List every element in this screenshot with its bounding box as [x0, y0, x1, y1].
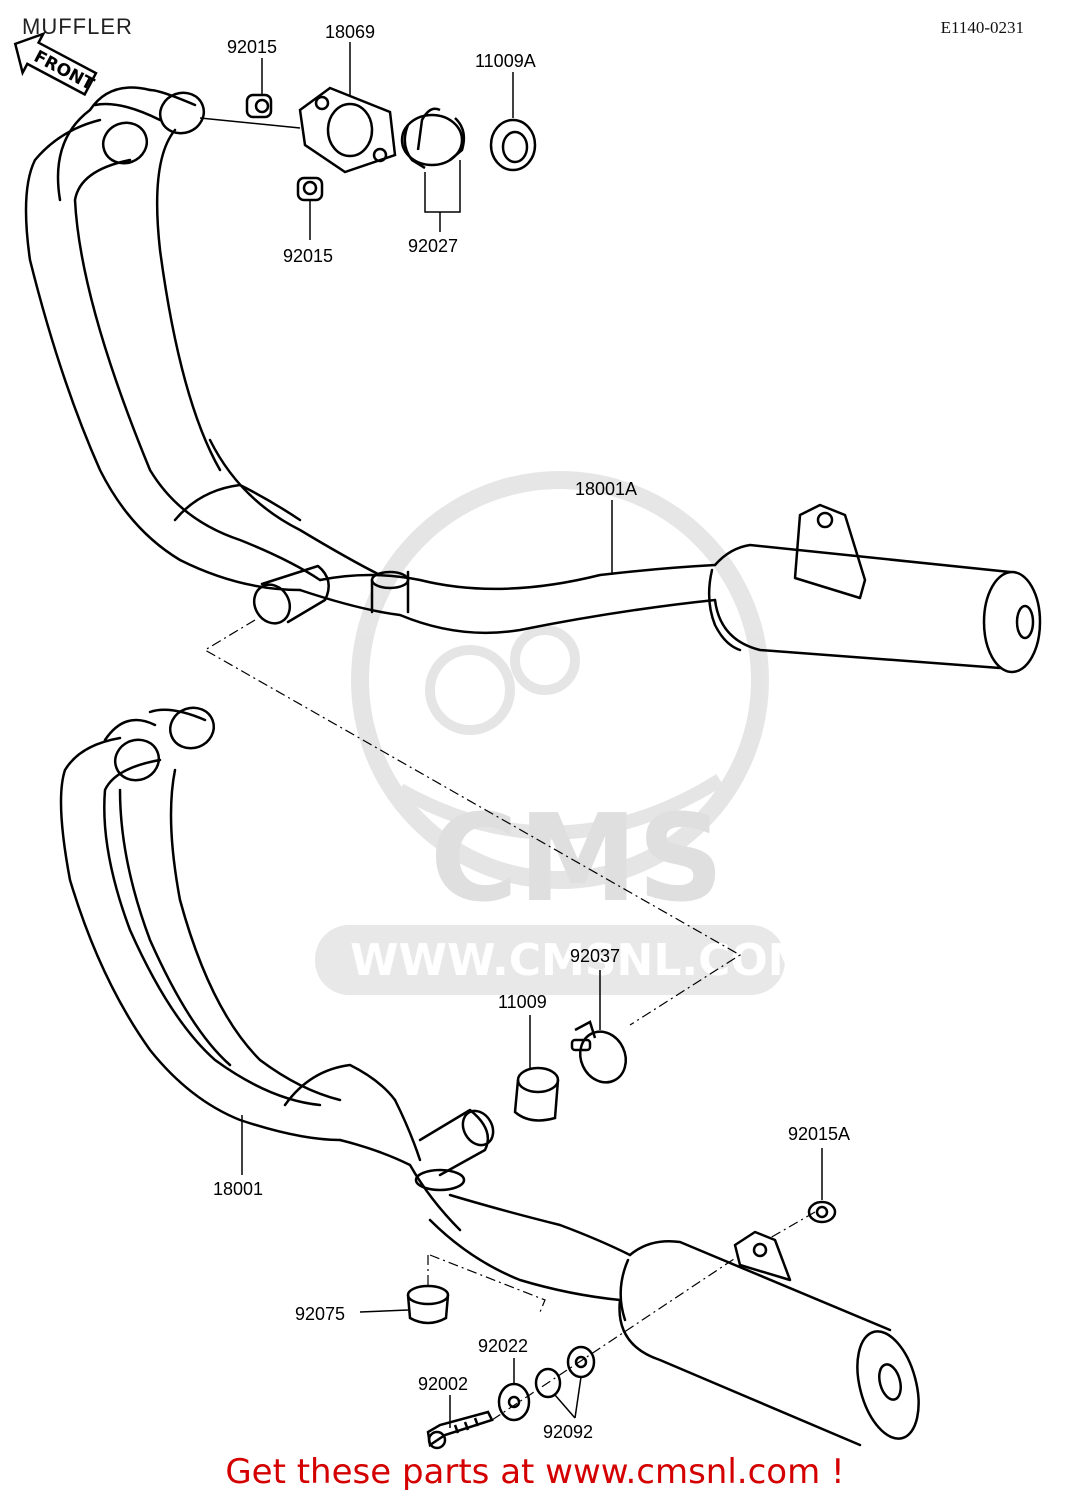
part-92015-nut-upper — [245, 93, 273, 119]
label-92022: 92022 — [478, 1336, 528, 1356]
part-92015-nut-lower — [296, 176, 324, 202]
part-labels: 92015 18069 11009A 92015 92027 18001A 92… — [213, 22, 850, 1442]
label-18001: 18001 — [213, 1179, 263, 1199]
label-92015-top: 92015 — [227, 37, 277, 57]
label-92015-bottom: 92015 — [283, 246, 333, 266]
dash-lines-lower — [427, 1211, 816, 1421]
leader-lines-lower — [241, 970, 823, 1428]
label-92075: 92075 — [295, 1304, 345, 1324]
footer-link-text[interactable]: Get these parts at www.cmsnl.com ! — [225, 1452, 845, 1492]
part-92037-clamp — [570, 1020, 628, 1084]
watermark-url: WWW.CMSNL.COM — [350, 935, 812, 986]
label-11009: 11009 — [498, 992, 547, 1012]
label-18069: 18069 — [325, 22, 375, 42]
label-92037: 92037 — [570, 946, 620, 966]
part-92027-split-collar — [400, 107, 466, 170]
part-92015A-nut — [807, 1200, 837, 1224]
label-92027: 92027 — [408, 236, 458, 256]
part-92075-rubber-damper — [406, 1284, 450, 1325]
label-18001A: 18001A — [575, 479, 637, 499]
part-92002-bolt — [426, 1410, 494, 1450]
watermark: CMS WWW.CMSNL.COM — [315, 471, 812, 995]
leader-lines-upper — [199, 42, 613, 575]
diagram-code: E1140-0231 — [940, 18, 1024, 37]
label-92002: 92002 — [418, 1374, 468, 1394]
label-92092: 92092 — [543, 1422, 593, 1442]
label-92015A: 92015A — [788, 1124, 850, 1144]
label-11009A: 11009A — [475, 51, 536, 71]
muffler-assembly-18001A — [24, 86, 1042, 674]
front-arrow-icon: FRONT — [13, 31, 98, 97]
part-11009-gasket — [513, 1066, 560, 1122]
part-92022-washer — [497, 1382, 531, 1422]
alignment-line — [203, 619, 742, 1026]
part-18069-flange — [298, 86, 397, 174]
part-11009A-gasket — [489, 118, 537, 172]
muffler-assembly-18001 — [59, 706, 920, 1447]
watermark-brand: CMS — [430, 790, 724, 929]
